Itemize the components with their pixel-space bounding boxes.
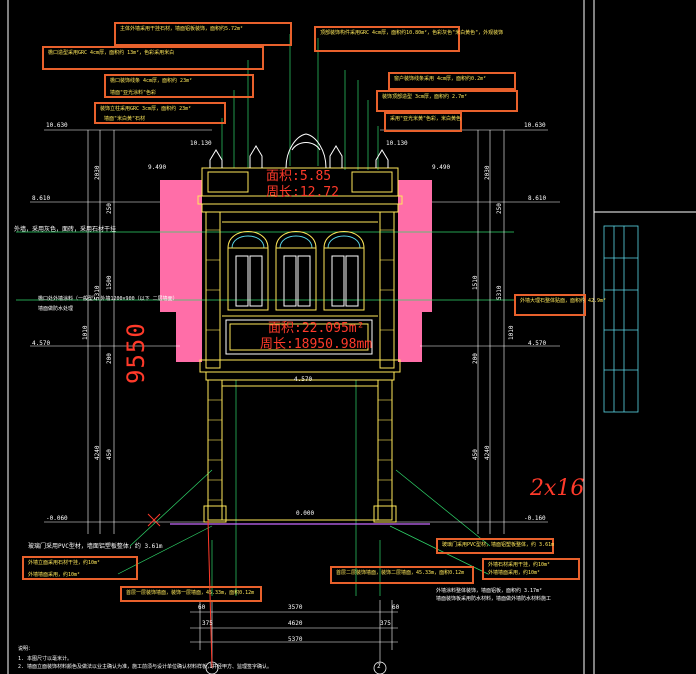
vdim-left-7: 1010 xyxy=(82,325,89,340)
annotation-box-6[interactable]: 窗户装饰线条采用 4cm厚，面积约0.2m² xyxy=(388,72,516,90)
annotation-box-bottom-left[interactable]: 外墙立面采用石材干挂，约10m² xyxy=(22,556,138,580)
vdim-right-7: 1010 xyxy=(508,325,515,340)
perimeter-label-mid: 周长:18950.98mm xyxy=(260,337,373,352)
level-inner-4: 0.000 xyxy=(296,510,315,517)
label-misc-1: 外墙，采用灰色，面砖，采用石材干挂 xyxy=(14,226,117,233)
hdim-4: 375 xyxy=(202,620,213,627)
pink-side-panels xyxy=(160,180,432,362)
label-misc-4: 外墙涂料整体装饰，墙面铝板，面积约 3.17m² xyxy=(436,588,543,594)
level-inner-2: 9.490 xyxy=(148,164,167,171)
vdim-right-2: 250 xyxy=(496,203,503,214)
hdim-2: 3570 xyxy=(288,604,303,611)
label-pvc-left: 玻璃门采用PVC型材，墙面铝塑板整体，约 3.61m xyxy=(28,543,163,550)
vdim-right-6: 4240 xyxy=(484,445,491,460)
annotation-box-2[interactable]: 顶部装饰构件采用GRC 4cm厚，面积约10.80m²，色彩灰色"米白黄色"，外… xyxy=(314,26,503,52)
notes-line-1: 1. 本图尺寸以毫米计。 xyxy=(18,656,73,662)
leader-lines xyxy=(16,34,514,596)
level-inner-1: 10.130 xyxy=(190,140,212,147)
vdim-left-8: 450 xyxy=(106,449,113,460)
vdim-right-1: 2030 xyxy=(484,165,491,180)
annotation-text: 采用"亚光米黄"色彩，米白黄色 xyxy=(390,116,462,122)
annotation-box-bottom-mid-left[interactable]: 首层一层装饰墙面，装饰一层墙面，45.33m，面积0.12m xyxy=(120,586,262,602)
level-inner-6: 9.490 xyxy=(432,164,451,171)
annotation-text: 檐口造型采用GRC 4cm厚，面积约 13m²，色彩采用米白 xyxy=(48,50,175,56)
hdim-5: 4620 xyxy=(288,620,303,627)
annotation-text: 檐口装饰线条 4cm厚，面积约 23m² xyxy=(110,78,193,84)
vdim-right-8: 450 xyxy=(472,449,479,460)
annotation-text: 外墙大理石整体贴面，面积约 42.9m² xyxy=(520,298,607,304)
red-marker-lines xyxy=(147,513,213,669)
level-inner-3: 4.570 xyxy=(294,376,313,383)
annotation-box-1[interactable]: 主体外墙采用干挂石材，墙面铝板装饰，面积约5.72m² xyxy=(114,22,292,46)
grid-axis-label-1: 1 xyxy=(209,663,213,670)
label-top-a5: 墙面"亚光涂料"色彩 xyxy=(110,90,157,96)
label-misc-2: 檐口处外墙涂料（一般型），外墙1200×900（以下 二层墙面） xyxy=(38,296,178,302)
label-misc-5: 墙面装饰板采用防水材料，墙面做外墙防水材料施工 xyxy=(436,596,552,602)
hdim-1: 60 xyxy=(198,604,206,611)
annotation-box-bottom-right[interactable]: 外墙石材采用干挂，约10m² xyxy=(482,558,580,580)
level-right-2: 8.610 xyxy=(528,195,547,202)
level-left-3: 4.570 xyxy=(32,340,51,347)
notes-line-2: 2. 墙面立面装饰材料颜色及做法以业主确认为准，施工前须与设计单位确认材料样板，… xyxy=(18,664,273,670)
hdim-6: 375 xyxy=(380,620,391,627)
annotation-text: 首层二层装饰墙面，装饰二层墙面，45.33m，面积0.12m xyxy=(336,570,465,576)
vdim-left-4: 200 xyxy=(106,353,113,364)
level-left-2: 8.610 xyxy=(32,195,51,202)
big-dimension-9550: 9550 xyxy=(122,322,150,384)
annotation-text: 外墙石材采用干挂，约10m² xyxy=(488,562,551,568)
annotation-text: 首层一层装饰墙面，装饰一层墙面，45.33m，面积0.12m xyxy=(126,590,255,596)
annotation-text: 装饰顶部造型 3cm厚，面积约 2.7m² xyxy=(382,94,468,100)
annotation-text: 顶部装饰构件采用GRC 4cm厚，面积约10.80m²，色彩灰色"米白黄色"，外… xyxy=(320,30,504,36)
annotation-box-right[interactable]: 外墙大理石整体贴面，面积约 42.9m² xyxy=(514,294,606,316)
vdim-left-5: 5310 xyxy=(94,285,101,300)
annotation-text: 主体外墙采用干挂石材，墙面铝板装饰，面积约5.72m² xyxy=(120,26,244,32)
label-wall-left: 外墙墙面采用，约10m² xyxy=(28,572,81,578)
label-top-a7: 墙面"米白黄"石材 xyxy=(104,116,146,122)
annotation-box-8[interactable]: 采用"亚光米黄"色彩，米白黄色 xyxy=(384,112,462,132)
notes-title: 说明： xyxy=(18,646,34,652)
annotation-box-bottom-mid-right[interactable]: 首层二层装饰墙面，装饰二层墙面，45.33m，面积0.12m xyxy=(330,566,474,584)
level-left-1: 10.630 xyxy=(46,122,68,129)
column-rustication xyxy=(206,229,394,501)
drawing-frame xyxy=(7,0,696,674)
grid-axis-label-2: 2 xyxy=(377,663,381,670)
vdim-right-5: 5310 xyxy=(496,285,503,300)
label-wall-right: 外墙墙面采用，约10m² xyxy=(488,570,541,576)
annotation-text: 装饰立柱采用GRC 3cm厚，面积约 23m² xyxy=(100,106,192,112)
perimeter-label-top: 周长:12.72 xyxy=(266,185,339,200)
annotation-box-bottom-right-top[interactable]: 玻璃门采用PVC型材，墙面铝塑板整体，约 3.61m xyxy=(436,538,554,554)
vdim-left-3: 1500 xyxy=(106,275,113,290)
area-label-top: 面积:5.85 xyxy=(266,169,332,184)
annotation-text: 窗户装饰线条采用 4cm厚，面积约0.2m² xyxy=(394,76,487,82)
label-misc-3: 墙面做防水处理 xyxy=(38,306,74,312)
handwritten-note: 2x16 xyxy=(530,476,585,501)
vdim-right-4: 200 xyxy=(472,353,479,364)
level-left-4: -0.060 xyxy=(46,515,68,522)
level-inner-5: 10.130 xyxy=(386,140,408,147)
annotation-box-7[interactable]: 装饰顶部造型 3cm厚，面积约 2.7m² xyxy=(376,90,518,112)
vdim-left-1: 2030 xyxy=(94,165,101,180)
annotation-box-3[interactable]: 檐口造型采用GRC 4cm厚，面积约 13m²，色彩采用米白 xyxy=(42,46,264,70)
annotation-box-5[interactable]: 装饰立柱采用GRC 3cm厚，面积约 23m² xyxy=(94,102,226,124)
annotation-box-4[interactable]: 檐口装饰线条 4cm厚，面积约 23m² xyxy=(104,74,254,98)
hdim-3: 60 xyxy=(392,604,400,611)
area-label-mid: 面积:22.095m² xyxy=(268,321,365,336)
level-right-1: 10.630 xyxy=(524,122,546,129)
title-block xyxy=(603,225,639,413)
vdim-left-6: 4240 xyxy=(94,445,101,460)
annotation-text: 玻璃门采用PVC型材，墙面铝塑板整体，约 3.61m xyxy=(442,542,555,548)
level-right-3: 4.570 xyxy=(528,340,547,347)
annotation-text: 外墙立面采用石材干挂，约10m² xyxy=(28,560,101,566)
facade xyxy=(197,133,403,523)
vdim-right-3: 1510 xyxy=(472,275,479,290)
vdim-left-2: 250 xyxy=(106,203,113,214)
level-right-4: -0.160 xyxy=(524,515,546,522)
hdim-7: 5370 xyxy=(288,636,303,643)
